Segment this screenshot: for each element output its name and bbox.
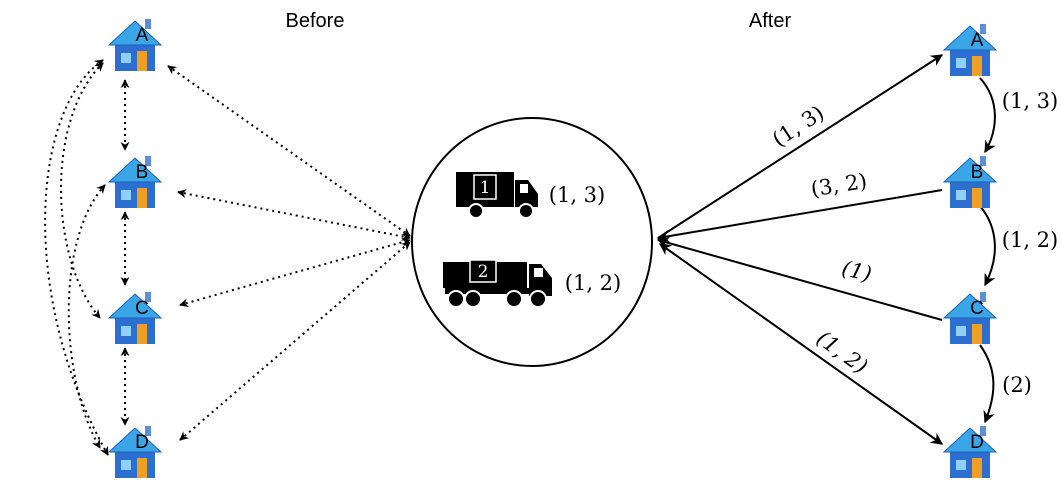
after-label-depot-a: (1, 3) xyxy=(768,101,828,152)
after-label-c-d: (2) xyxy=(1002,373,1032,397)
before-edge-a-c xyxy=(60,62,104,319)
after-label-b-depot: (3, 2) xyxy=(809,169,869,202)
after-house-c: C xyxy=(943,291,997,345)
after-edge-depot-d xyxy=(659,243,943,445)
after-depot-edges xyxy=(656,54,944,445)
before-house-b: B xyxy=(108,155,162,209)
house-label: C xyxy=(970,298,984,319)
after-label-b-c: (1, 2) xyxy=(1002,228,1058,252)
truck-2: 2 xyxy=(443,259,552,308)
after-chain-edges xyxy=(979,77,996,424)
after-edge-b-c xyxy=(979,205,996,287)
before-house-c: C xyxy=(108,291,162,345)
truck-1-route: (1, 3) xyxy=(549,183,605,207)
before-house-a: A xyxy=(108,18,162,72)
after-house-d: D xyxy=(943,425,997,479)
after-label-depot-d: (1, 2) xyxy=(812,326,872,379)
house-label: A xyxy=(136,25,149,46)
house-label: B xyxy=(971,162,984,183)
before-edge-d-depot xyxy=(179,241,411,441)
house-label: A xyxy=(971,30,984,51)
truck-number: 2 xyxy=(478,262,489,282)
before-edge-b-d xyxy=(67,184,106,449)
after-house-a: A xyxy=(943,23,997,77)
after-house-b: B xyxy=(943,155,997,209)
before-heading: Before xyxy=(286,10,345,32)
depot-circle xyxy=(411,117,653,367)
before-house-d: D xyxy=(108,425,162,479)
house-label: D xyxy=(970,432,984,453)
house-label: D xyxy=(135,432,149,453)
truck-1: 1 xyxy=(456,172,538,219)
house-label: C xyxy=(135,298,149,319)
after-edge-depot-a xyxy=(657,54,944,239)
after-edge-c-d xyxy=(979,344,995,424)
before-house-edges xyxy=(44,59,130,456)
truck-2-route: (1, 2) xyxy=(565,271,621,295)
after-edge-b-depot xyxy=(656,189,943,243)
before-edge-a-depot xyxy=(167,65,411,237)
after-edge-c-depot xyxy=(656,237,943,321)
after-edge-a-b xyxy=(979,77,996,154)
before-depot-edges xyxy=(167,65,411,441)
before-edge-c-depot xyxy=(179,237,411,308)
after-label-a-b: (1, 3) xyxy=(1002,89,1058,113)
house-label: B xyxy=(136,162,149,183)
truck-number: 1 xyxy=(480,178,491,198)
after-label-c-depot: (1) xyxy=(839,256,874,286)
after-heading: After xyxy=(749,10,792,32)
before-edge-b-depot xyxy=(177,189,411,241)
before-edge-a-d xyxy=(44,59,109,456)
